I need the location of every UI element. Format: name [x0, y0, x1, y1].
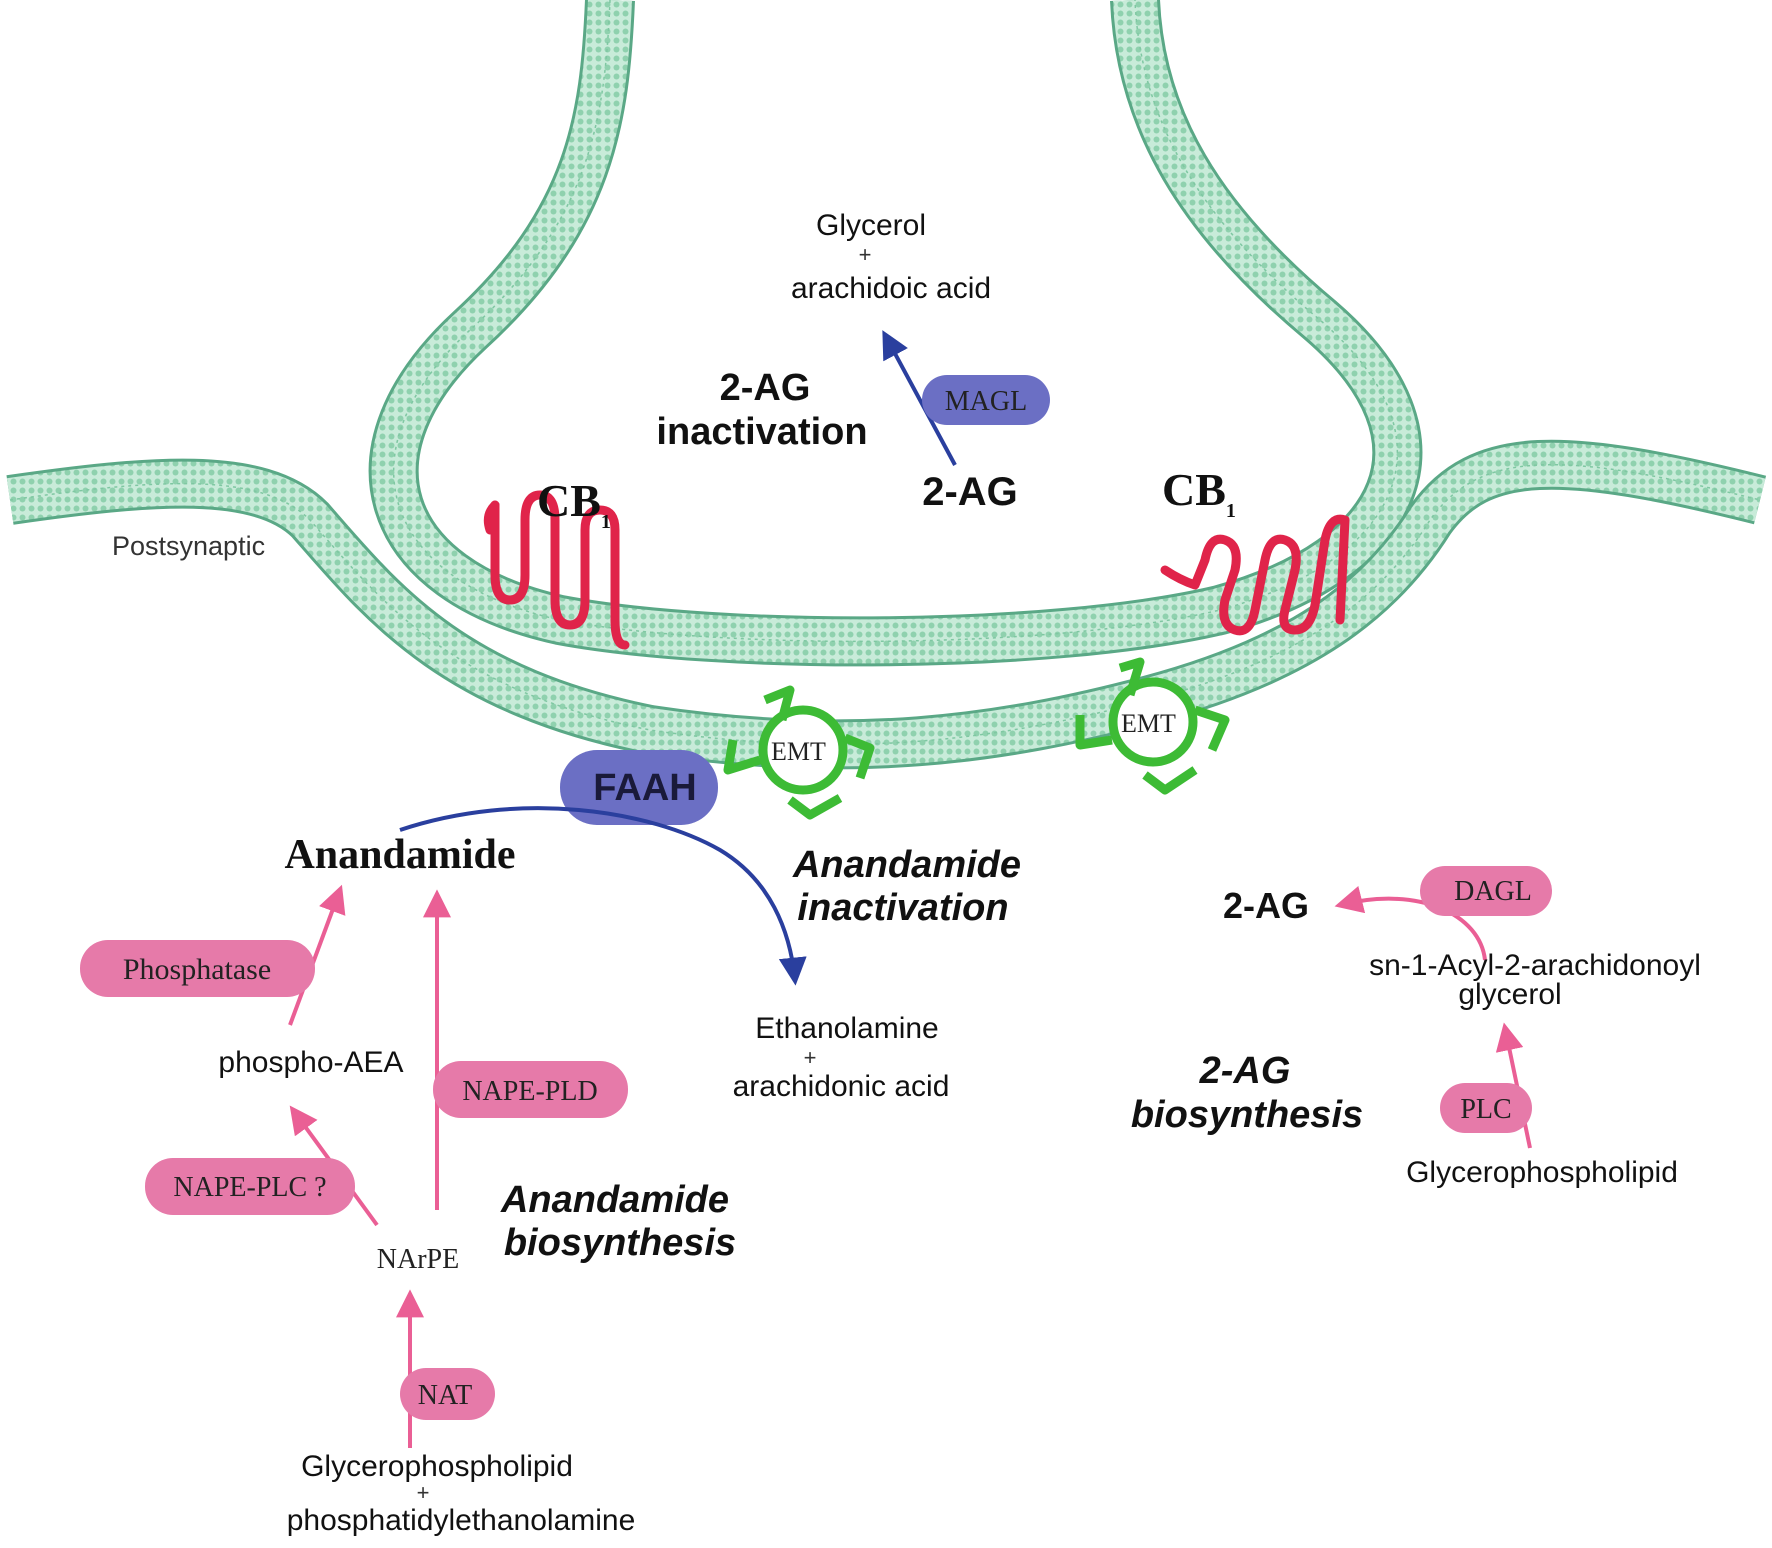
- emt-right-label: EMT: [1121, 709, 1176, 738]
- nat-label: NAT: [418, 1380, 472, 1411]
- 2ag-right-text: 2-AG: [1223, 885, 1309, 926]
- cb1-receptor-left: [483, 490, 630, 650]
- cb1-right-label: CB1: [1162, 464, 1236, 522]
- dagl-label: DAGL: [1454, 876, 1532, 907]
- nat-enzyme: NAT: [400, 1368, 495, 1420]
- anandamide-inactivation-title-1: Anandamide: [792, 844, 1021, 886]
- plus-top: +: [859, 242, 872, 267]
- narpe-text: NArPE: [377, 1244, 459, 1275]
- ethanolamine-text: Ethanolamine: [755, 1012, 938, 1045]
- cb1-receptor-right: [1160, 514, 1350, 636]
- faah-arrow: [399, 806, 807, 986]
- nape-plc-enzyme: NAPE-PLC ?: [145, 1158, 355, 1215]
- anandamide-inactivation-title-2: inactivation: [797, 887, 1008, 929]
- glycerol-text: Glycerol: [816, 209, 926, 242]
- dagl-enzyme: DAGL: [1420, 866, 1552, 916]
- cb1-left-label: CB1: [537, 475, 611, 533]
- magl-arrow: [882, 330, 957, 466]
- magl-label: MAGL: [945, 386, 1027, 417]
- plus-mid: +: [804, 1045, 817, 1070]
- anandamide-biosynthesis-title-2: biosynthesis: [504, 1222, 736, 1264]
- faah-label: FAAH: [593, 767, 696, 809]
- arrow-phospho-to-anandamide: [288, 884, 346, 1026]
- emt-left-label: EMT: [771, 737, 826, 766]
- presynaptic-membrane: [368, 0, 1423, 667]
- nape-pld-label: NAPE-PLD: [462, 1076, 597, 1107]
- sn1-acyl-text-1: sn-1-Acyl-2-arachidonoyl: [1369, 949, 1701, 982]
- 2ag-biosynthesis-title-2: biosynthesis: [1131, 1094, 1363, 1136]
- postsynaptic-membrane: [6, 439, 1767, 770]
- emt-transporter-left: EMT: [723, 685, 875, 820]
- phosphatidylethanolamine-text: phosphatidylethanolamine: [287, 1504, 636, 1537]
- plc-enzyme: PLC: [1440, 1083, 1532, 1133]
- glycerophospholipid-bottom-text: Glycerophospholipid: [301, 1450, 573, 1483]
- phospho-aea-text: phospho-AEA: [218, 1046, 403, 1079]
- nape-plc-label: NAPE-PLC ?: [173, 1172, 326, 1203]
- 2ag-biosynthesis-title-1: 2-AG: [1199, 1050, 1291, 1092]
- 2ag-inactivation-title-1: 2-AG: [720, 367, 811, 409]
- faah-enzyme: FAAH: [560, 750, 718, 825]
- magl-enzyme: MAGL: [922, 375, 1050, 425]
- phosphatase-label: Phosphatase: [123, 953, 271, 986]
- phosphatase-enzyme: Phosphatase: [80, 940, 315, 997]
- emt-transporter-right: EMT: [1075, 657, 1230, 795]
- postsynaptic-label: Postsynaptic: [112, 531, 265, 561]
- 2ag-inactivation-title-2: inactivation: [656, 411, 867, 453]
- plus-bottom: +: [417, 1480, 430, 1505]
- plc-label: PLC: [1460, 1094, 1511, 1125]
- arachidoic-acid-text: arachidoic acid: [791, 272, 991, 305]
- nape-pld-enzyme: NAPE-PLD: [433, 1061, 628, 1118]
- 2ag-top-text: 2-AG: [922, 470, 1018, 514]
- arachidonic-acid-text: arachidonic acid: [733, 1070, 950, 1103]
- sn1-acyl-text-2: glycerol: [1458, 978, 1561, 1011]
- glycerophospholipid-right-text: Glycerophospholipid: [1406, 1156, 1678, 1189]
- anandamide-biosynthesis-title-1: Anandamide: [500, 1179, 729, 1221]
- anandamide-text: Anandamide: [284, 832, 515, 878]
